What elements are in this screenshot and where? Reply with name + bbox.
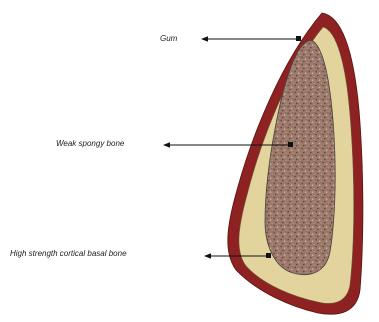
basal-bone-label: High strength cortical basal bone: [10, 249, 127, 259]
gum-label: Gum: [160, 34, 177, 44]
gum-pointer: [201, 36, 301, 42]
spongy-bone-label: Weak spongy bone: [56, 139, 124, 149]
spongy-bone-core: [265, 40, 335, 275]
